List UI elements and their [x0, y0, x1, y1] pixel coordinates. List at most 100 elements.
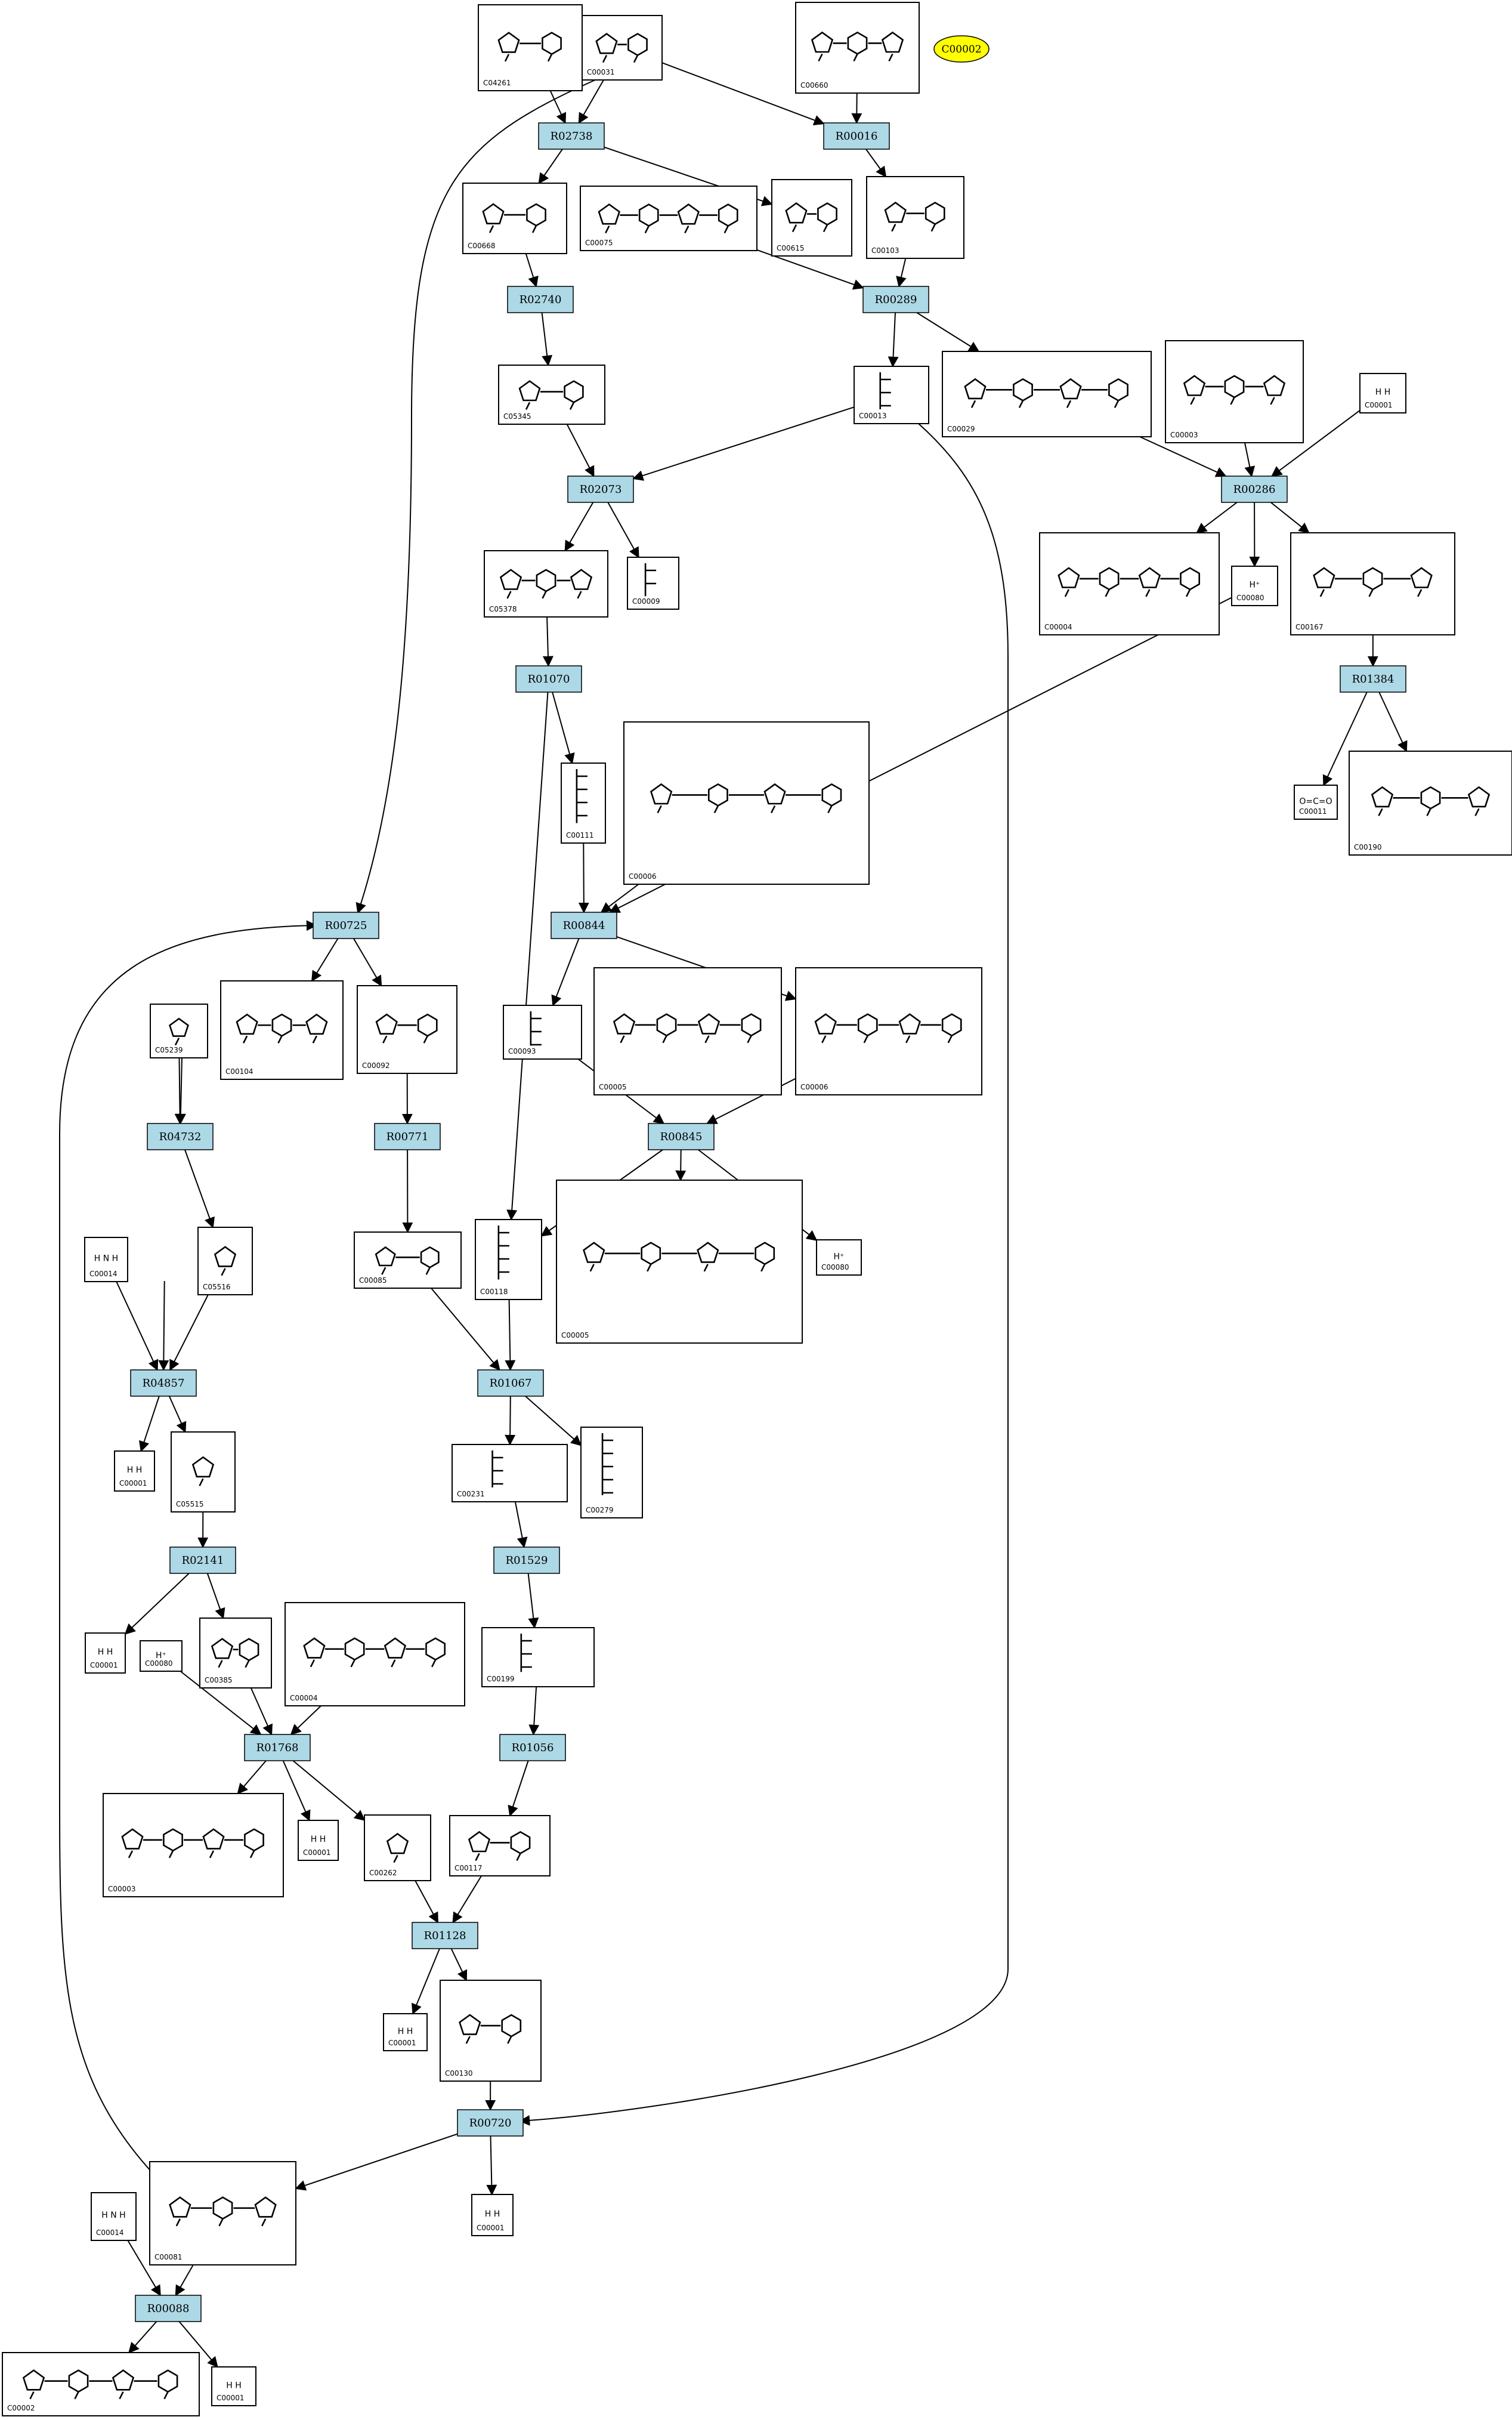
- compound-c00262[interactable]: C00262: [364, 1814, 431, 1881]
- reaction-r00016[interactable]: R00016: [823, 122, 890, 150]
- compound-c00279[interactable]: C00279: [580, 1427, 643, 1518]
- reaction-label: R04857: [143, 1377, 185, 1390]
- compound-c05378[interactable]: C05378: [484, 550, 608, 618]
- compound-code: C00117: [454, 1864, 483, 1872]
- compound-c00005b[interactable]: C00005: [556, 1180, 803, 1344]
- reaction-r01056[interactable]: R01056: [499, 1734, 566, 1761]
- compound-box: [84, 1237, 128, 1282]
- compound-c00009[interactable]: C00009: [627, 557, 679, 610]
- compound-c00003b[interactable]: C00003: [103, 1793, 284, 1897]
- compound-c00615[interactable]: C00615: [771, 179, 852, 257]
- compound-box: [1349, 751, 1512, 856]
- compound-c00004b[interactable]: C00004: [285, 1602, 465, 1706]
- compound-c00003[interactable]: C00003: [1165, 340, 1304, 443]
- compound-c00093[interactable]: C00093: [503, 1005, 582, 1060]
- legend-node[interactable]: C00002: [933, 35, 990, 63]
- compound-c00190[interactable]: C00190: [1349, 751, 1512, 856]
- compound-c00117[interactable]: C00117: [449, 1815, 551, 1876]
- compound-code: C00001: [303, 1848, 331, 1857]
- edge-C00029-R00286: [1139, 436, 1227, 477]
- reaction-box: [538, 122, 605, 150]
- compound-c00002[interactable]: C00002: [2, 2352, 200, 2416]
- reaction-r04732[interactable]: R04732: [147, 1123, 214, 1150]
- compound-c05345[interactable]: C05345: [498, 365, 605, 425]
- reaction-r02740[interactable]: R02740: [507, 286, 574, 313]
- compound-box: [140, 1640, 183, 1672]
- compound-c05239[interactable]: C05239: [150, 1004, 208, 1058]
- reaction-r02073[interactable]: R02073: [567, 476, 634, 503]
- compound-box: [85, 1632, 126, 1674]
- reaction-r00720[interactable]: R00720: [457, 2109, 524, 2137]
- compound-c00660[interactable]: C00660: [795, 2, 920, 94]
- reaction-r01070[interactable]: R01070: [515, 665, 582, 693]
- compound-c00104[interactable]: C00104: [220, 980, 344, 1080]
- compound-c00031[interactable]: C00031: [582, 15, 663, 81]
- compound-box: [471, 2194, 514, 2236]
- edge-R00016-C00103: [865, 149, 887, 178]
- edge-R01067-C00279: [525, 1396, 582, 1446]
- compound-c00130[interactable]: C00130: [440, 1980, 542, 2082]
- reaction-r00725[interactable]: R00725: [313, 912, 379, 939]
- compound-c00013[interactable]: C00013: [854, 366, 929, 424]
- compound-c00668[interactable]: C00668: [462, 183, 567, 254]
- reaction-r00845[interactable]: R00845: [648, 1123, 715, 1150]
- compound-c00103[interactable]: C00103: [866, 176, 964, 259]
- reaction-r01384[interactable]: R01384: [1340, 665, 1406, 693]
- reaction-r00286[interactable]: R00286: [1221, 476, 1288, 503]
- compound-c00081[interactable]: C00081: [149, 2161, 296, 2265]
- compound-c00231[interactable]: C00231: [452, 1444, 568, 1502]
- compound-c00029[interactable]: C00029: [942, 351, 1152, 437]
- edge-C00011c-R04857: [158, 1280, 169, 1371]
- compound-c00118[interactable]: C00118: [475, 1219, 542, 1300]
- compound-c00085[interactable]: C00085: [354, 1231, 462, 1289]
- reaction-r00771[interactable]: R00771: [374, 1123, 441, 1150]
- compound-c04261[interactable]: C04261: [478, 4, 583, 91]
- reaction-label: R02141: [182, 1554, 224, 1567]
- reaction-r01128[interactable]: R01128: [412, 1922, 478, 1949]
- compound-c00111[interactable]: C00111: [561, 763, 606, 844]
- edge-C00031-R02738: [578, 79, 604, 124]
- compound-c00004[interactable]: C00004: [1039, 532, 1220, 635]
- reaction-r01067[interactable]: R01067: [477, 1369, 544, 1397]
- compound-c05516[interactable]: C05516: [197, 1227, 253, 1295]
- compound-c00075[interactable]: C00075: [580, 186, 757, 251]
- compound-c00006b[interactable]: C00006: [795, 967, 982, 1095]
- reaction-r00289[interactable]: R00289: [862, 286, 929, 313]
- structure-drawing: [459, 2014, 522, 2044]
- structure-drawing: [1313, 567, 1433, 597]
- reaction-r02738[interactable]: R02738: [538, 122, 605, 150]
- reaction-r01529[interactable]: R01529: [493, 1547, 560, 1574]
- reaction-r00088[interactable]: R00088: [135, 2295, 202, 2322]
- reaction-r04857[interactable]: R04857: [130, 1369, 197, 1397]
- reaction-r01768[interactable]: R01768: [244, 1734, 311, 1761]
- structure-drawing: [530, 1011, 542, 1046]
- reaction-r02141[interactable]: R02141: [169, 1547, 236, 1574]
- compound-c00385[interactable]: C00385: [199, 1618, 272, 1689]
- compound-c00080c[interactable]: H⁺C00080: [140, 1640, 183, 1672]
- compound-code: C00075: [585, 239, 613, 247]
- reaction-r00844[interactable]: R00844: [551, 912, 617, 939]
- formula-text: H H: [1375, 388, 1391, 397]
- compound-c00092[interactable]: C00092: [357, 985, 457, 1074]
- edge-C00199-R01056: [528, 1686, 540, 1736]
- compound-c00199[interactable]: C00199: [481, 1627, 595, 1687]
- compound-c00006[interactable]: C00006: [623, 721, 870, 885]
- structure-drawing: [375, 1246, 440, 1275]
- compound-c00080b[interactable]: H⁺C00080: [816, 1239, 862, 1276]
- compound-c00167[interactable]: C00167: [1290, 532, 1455, 635]
- compound-c05515[interactable]: C05515: [171, 1431, 236, 1513]
- compound-c00005[interactable]: C00005: [593, 967, 782, 1095]
- compound-c00080[interactable]: H⁺C00080: [1231, 566, 1278, 606]
- compound-code: C00001: [217, 2394, 245, 2402]
